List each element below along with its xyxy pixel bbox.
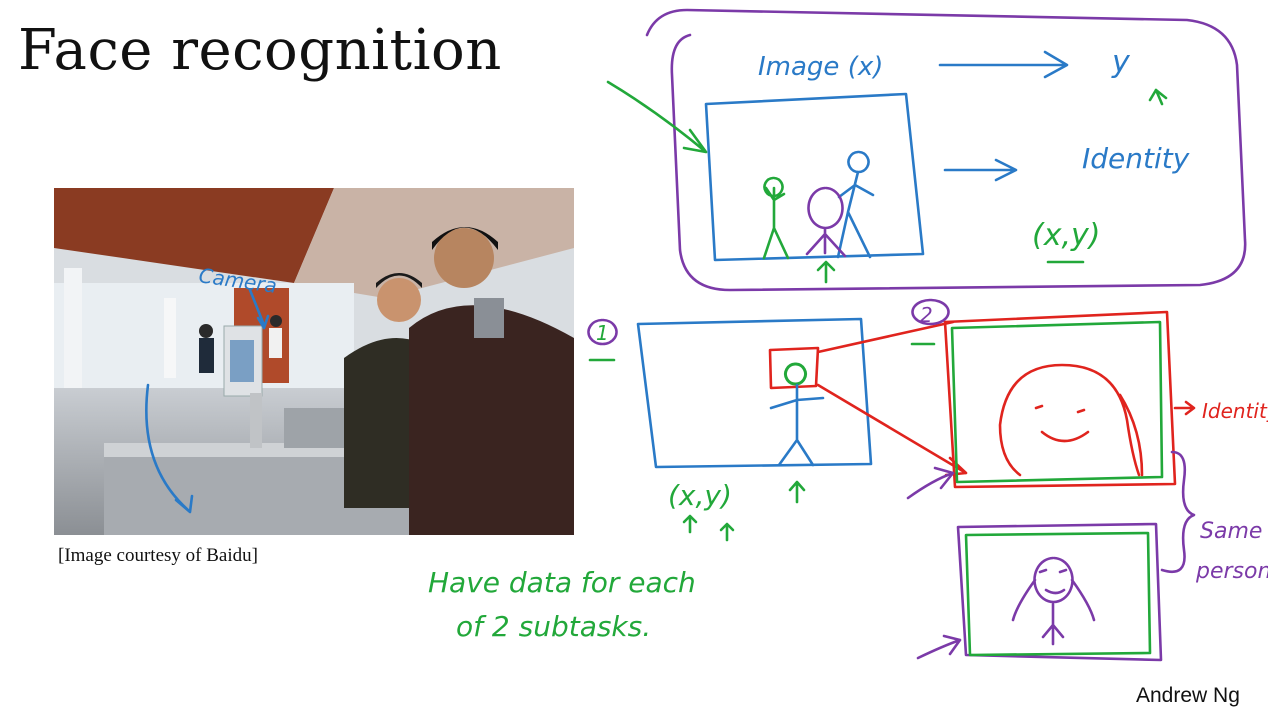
inner-image-box — [704, 92, 925, 262]
scene-figure — [769, 383, 825, 467]
compare-box-green — [964, 531, 1152, 657]
gate-arrow — [145, 383, 194, 514]
small-face — [1011, 556, 1096, 646]
identity-right-label: Identity — [1202, 399, 1268, 423]
comparison-brace — [1160, 450, 1196, 574]
green-stick-figure — [762, 176, 790, 260]
up-arrow-bottom — [788, 480, 806, 504]
red-line-top — [816, 320, 955, 354]
y-label: y — [1111, 45, 1131, 80]
big-face-features — [1034, 404, 1090, 443]
xy-top-label: (x,y) — [1032, 218, 1100, 253]
compare-purple-arrow — [916, 634, 962, 660]
author-name: Andrew Ng — [1136, 684, 1240, 707]
step2-circle — [911, 298, 950, 326]
face-crop-box — [768, 346, 820, 390]
person-label: person? — [1195, 559, 1268, 584]
step2-label: 2 — [920, 303, 933, 327]
baidu-gate-photo — [54, 188, 574, 535]
top-arrow — [938, 50, 1069, 79]
same-label: Same — [1200, 519, 1262, 544]
face-purple-arrow — [906, 466, 955, 500]
xy-bottom-arrows — [682, 514, 735, 542]
big-face — [998, 363, 1144, 477]
red-line-bottom — [816, 383, 968, 477]
face-box-red — [943, 310, 1177, 489]
identity-arrow — [1173, 400, 1196, 416]
top-purple-box — [645, 8, 1247, 292]
y-hat — [1148, 88, 1168, 106]
green-pointer-arrow — [606, 80, 708, 154]
compare-box-purple — [956, 522, 1163, 662]
note-line-1: Have data for each — [428, 566, 696, 599]
camera-arrow — [248, 288, 270, 330]
purple-stick-figure — [805, 186, 847, 258]
crop-head — [784, 362, 807, 386]
image-x-label: Image (x) — [758, 52, 883, 82]
image-caption: [Image courtesy of Baidu] — [58, 545, 258, 566]
step1-circle — [587, 318, 618, 346]
blue-stick-figure — [836, 150, 875, 259]
scene-box — [636, 317, 873, 469]
identity-label: Identity — [1082, 142, 1190, 175]
xy-bottom-label: (x,y) — [668, 479, 732, 512]
up-arrow-top — [816, 260, 836, 284]
note-line-2: of 2 subtasks. — [456, 610, 651, 643]
photo-camera-label: Camera — [197, 263, 278, 298]
slide-title: Face recognition — [18, 18, 502, 83]
step1-label: 1 — [596, 321, 609, 345]
mid-arrow — [943, 158, 1018, 182]
face-box-green — [950, 320, 1164, 484]
